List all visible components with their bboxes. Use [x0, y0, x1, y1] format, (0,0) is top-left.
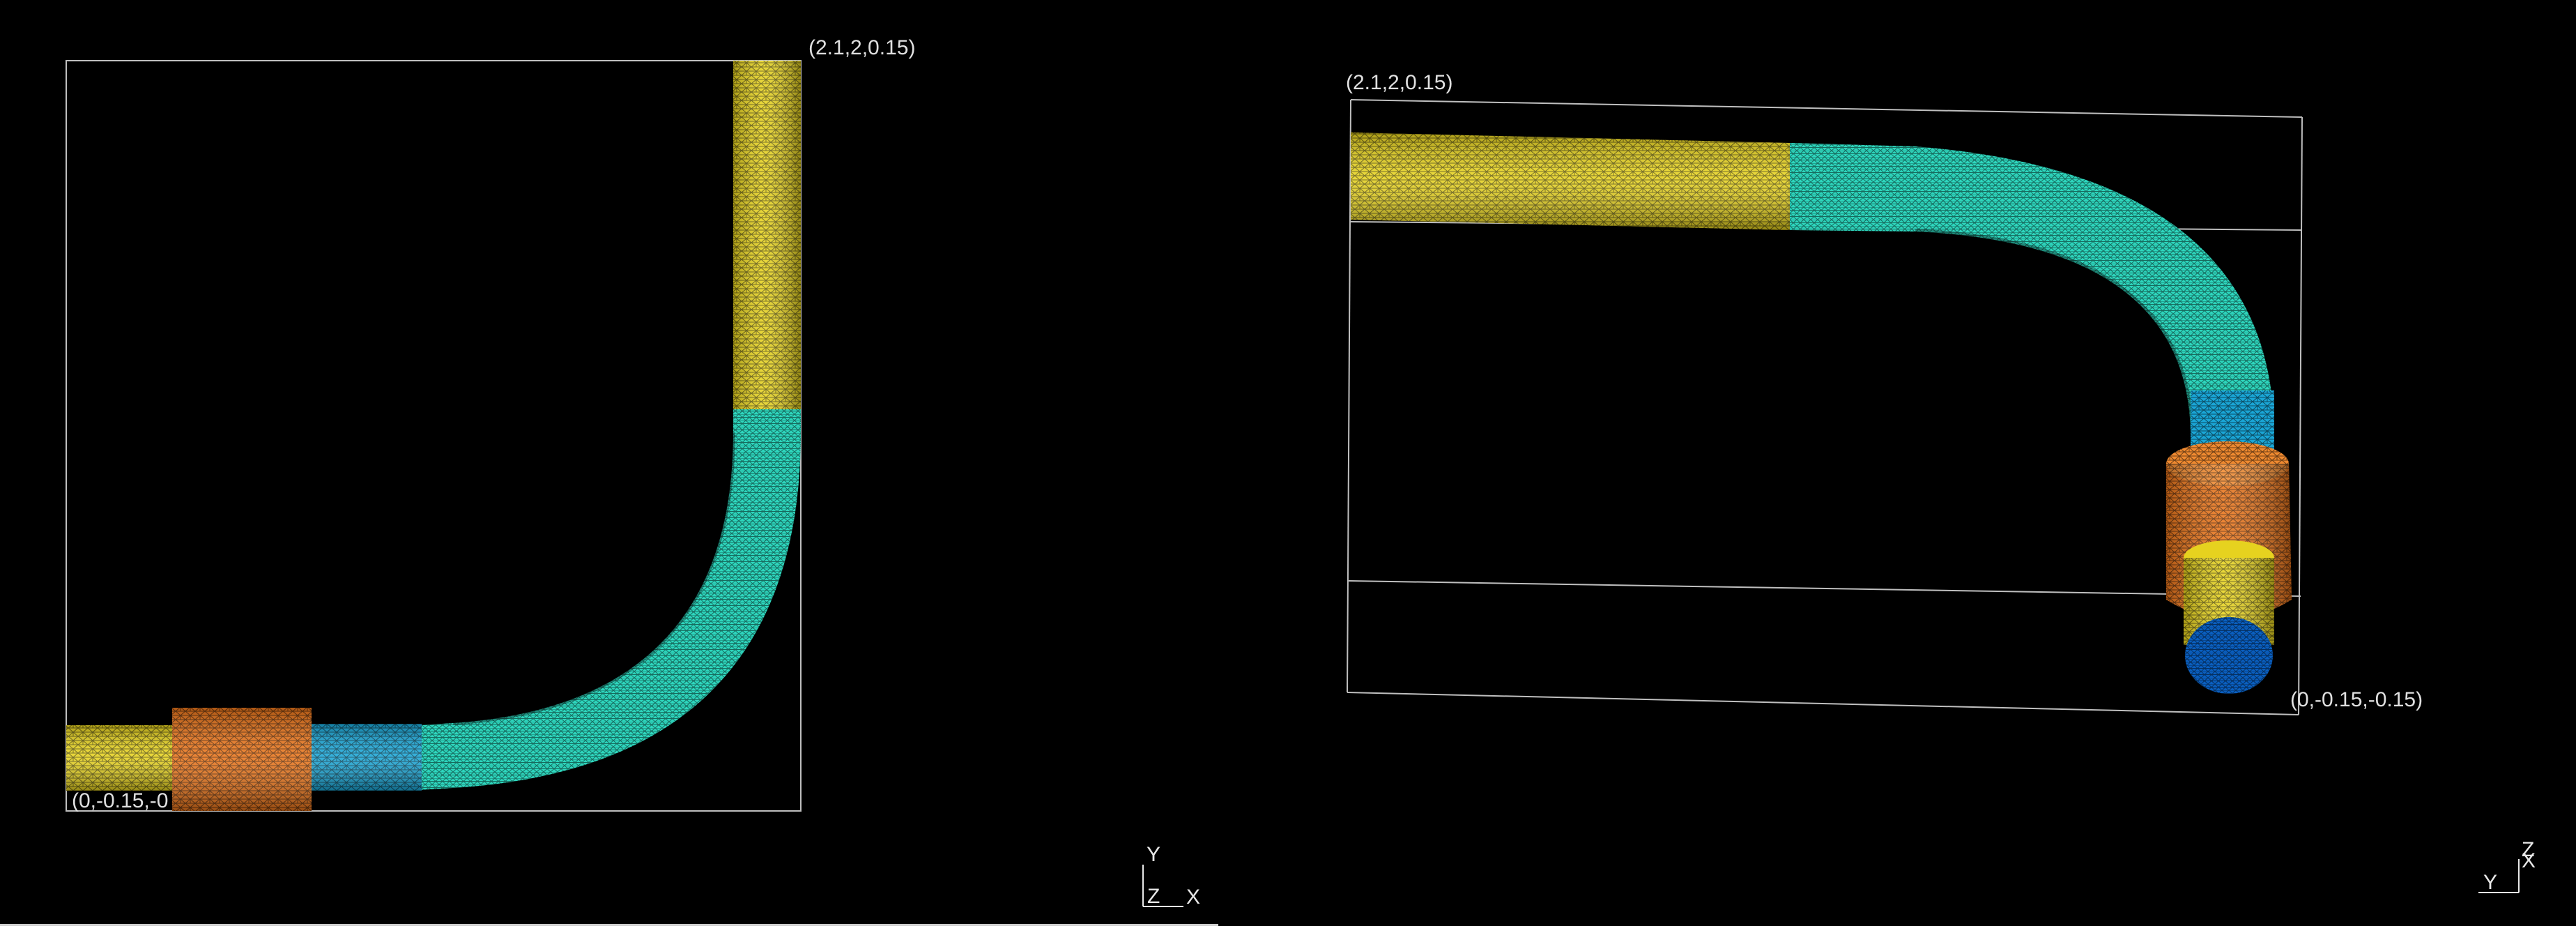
- active-viewport-indicator: [0, 924, 1218, 926]
- pipe-elbow: [1790, 143, 2274, 453]
- axis-up-label: Y: [1147, 843, 1160, 866]
- pipe-end-cap: [2185, 617, 2273, 694]
- pipe-straight: [1351, 132, 1790, 230]
- axis-triad: Y X Z: [1142, 843, 1200, 909]
- bbox-min-label: (0,-0.15,-0: [72, 789, 168, 812]
- pipe-straight-vertical: [733, 61, 801, 409]
- mesh-view-left: (2.1,2,0.15) (0,-0.15,-0 Y X Z: [66, 36, 1200, 909]
- bounding-box: [66, 60, 802, 812]
- axis-right-label: X: [2522, 849, 2536, 872]
- bbox-min-label: (0,-0.15,-0.15): [2290, 688, 2423, 711]
- pipe-transition: [312, 724, 422, 791]
- axis-out-label: Z: [1147, 885, 1160, 908]
- viewport-left[interactable]: (2.1,2,0.15) (0,-0.15,-0 Y X Z: [0, 0, 1218, 926]
- viewport-right[interactable]: (2.1,2,0.15) (0,-0.15,-0.15) Z X Y: [1218, 0, 2576, 926]
- axis-triad: Z X Y: [2478, 838, 2536, 894]
- axis-left-label: Y: [2483, 871, 2497, 894]
- pipe-coupling: [172, 708, 312, 811]
- bbox-max-label: (2.1,2,0.15): [1346, 71, 1452, 94]
- mesh-view-right: (2.1,2,0.15) (0,-0.15,-0.15) Z X Y: [1346, 71, 2536, 894]
- pipe-straight-horizontal: [66, 725, 172, 791]
- pipe-elbow: [418, 409, 801, 790]
- bbox-max-label: (2.1,2,0.15): [808, 36, 915, 59]
- axis-up-label: Z: [2522, 838, 2534, 861]
- axis-right-label: X: [1186, 886, 1200, 909]
